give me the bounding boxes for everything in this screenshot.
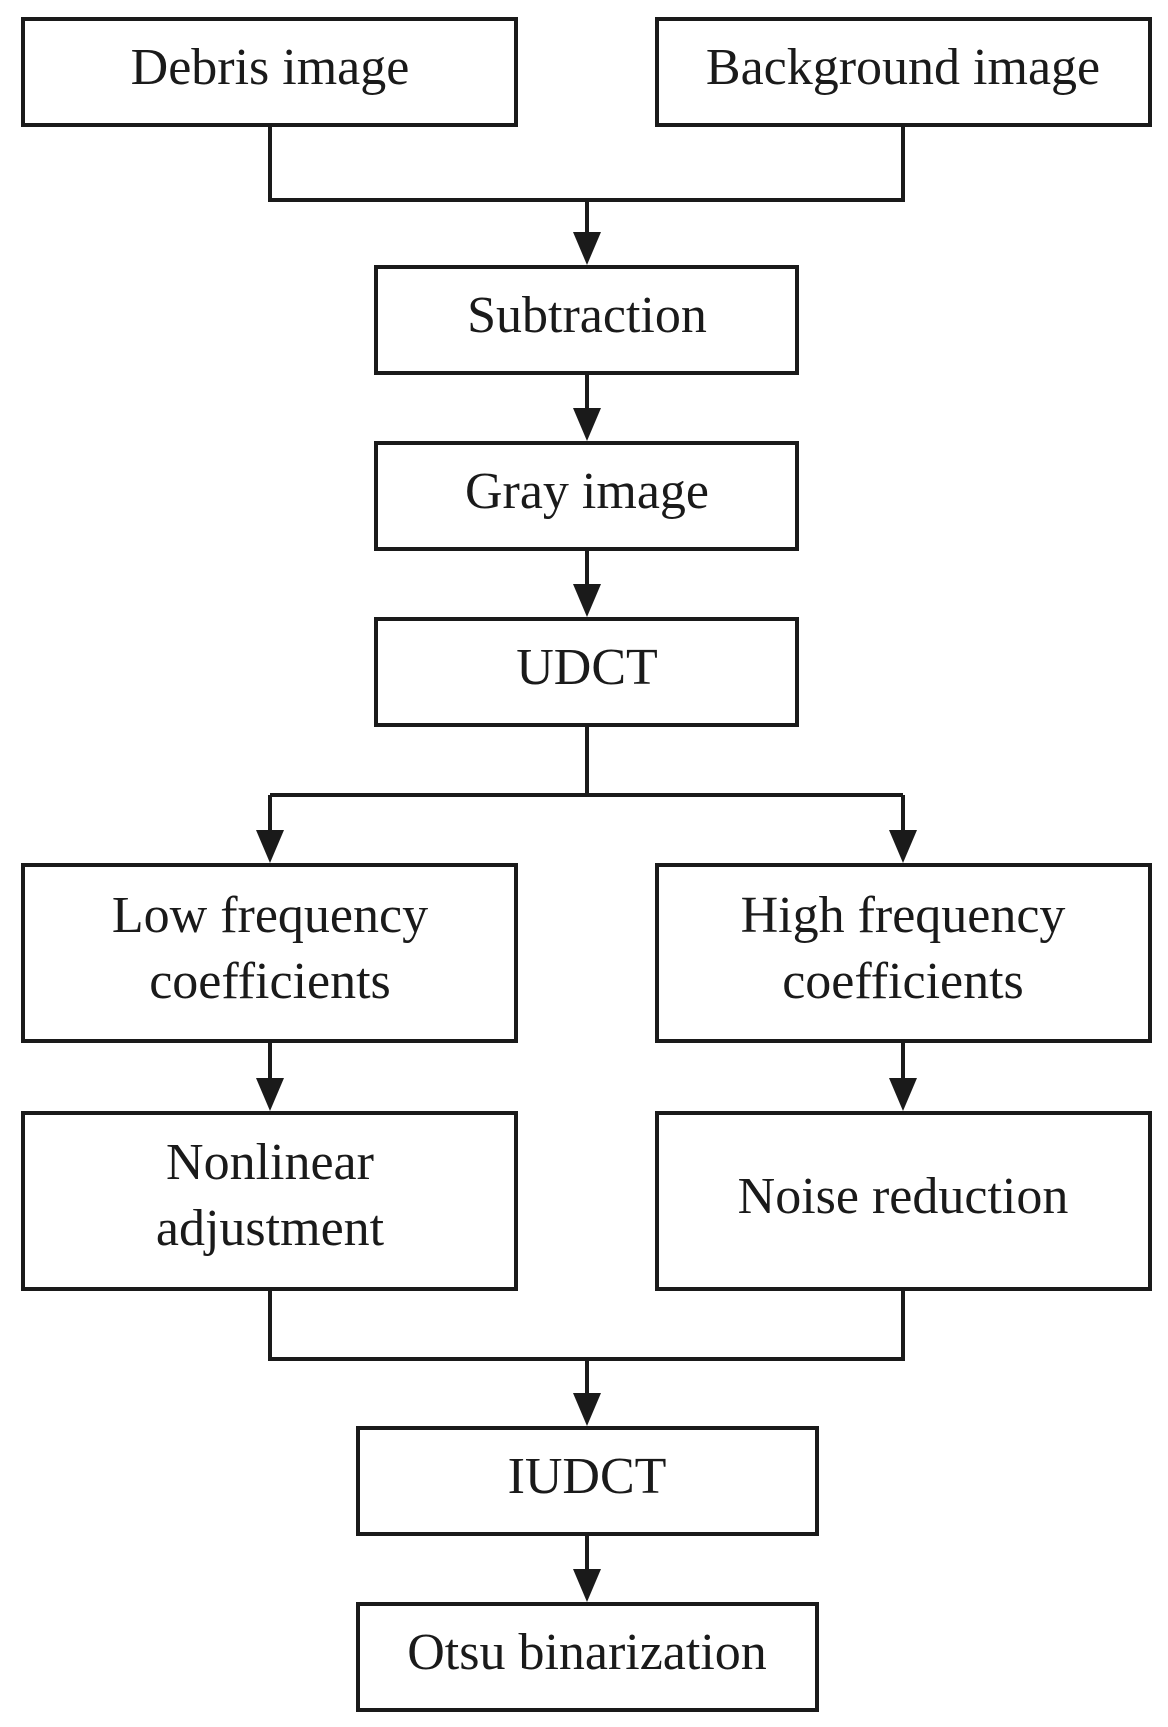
arrowhead-subtraction bbox=[573, 232, 601, 265]
node-low-frequency-coefficients: Low frequency coefficients bbox=[21, 863, 518, 1043]
arrowhead-udct bbox=[573, 584, 601, 617]
connectors bbox=[256, 125, 917, 1602]
arrowhead-iudct bbox=[573, 1393, 601, 1426]
connector-nonlinear-to-merge bbox=[268, 1289, 587, 1361]
node-noise-reduction-line-1: Noise reduction bbox=[738, 1168, 1069, 1225]
connector-noise-to-merge bbox=[587, 1289, 905, 1361]
node-udct: UDCT bbox=[374, 617, 799, 727]
arrowhead-gray bbox=[573, 408, 601, 441]
node-debris-image: Debris image bbox=[21, 17, 518, 127]
svg-text:Low frequency: Low frequency bbox=[112, 887, 428, 944]
node-low-frequency-line-1: Low frequency bbox=[112, 887, 428, 944]
svg-text:coefficients: coefficients bbox=[782, 953, 1024, 1010]
node-otsu-line-1: Otsu binarization bbox=[407, 1624, 767, 1681]
node-otsu-binarization: Otsu binarization bbox=[356, 1602, 819, 1712]
svg-text:IUDCT: IUDCT bbox=[508, 1448, 667, 1505]
node-nonlinear-adjustment: Nonlinear adjustment bbox=[21, 1111, 518, 1291]
node-subtraction-line-1: Subtraction bbox=[467, 287, 707, 344]
arrowhead-low bbox=[256, 830, 284, 863]
node-iudct: IUDCT bbox=[356, 1426, 819, 1536]
arrowhead-high bbox=[889, 830, 917, 863]
svg-text:Gray image: Gray image bbox=[465, 463, 709, 520]
arrowhead-noise bbox=[889, 1078, 917, 1111]
node-high-frequency-line-1: High frequency bbox=[741, 887, 1066, 944]
connector-debris-to-merge bbox=[268, 125, 587, 202]
svg-text:Noise reduction: Noise reduction bbox=[738, 1168, 1069, 1225]
svg-text:coefficients: coefficients bbox=[149, 953, 391, 1010]
node-background-image: Background image bbox=[655, 17, 1152, 127]
node-gray-image-line-1: Gray image bbox=[465, 463, 709, 520]
node-gray-image: Gray image bbox=[374, 441, 799, 551]
node-noise-reduction: Noise reduction bbox=[655, 1111, 1152, 1291]
node-high-frequency-coefficients: High frequency coefficients bbox=[655, 863, 1152, 1043]
node-debris-image-line-1: Debris image bbox=[131, 39, 410, 96]
node-low-frequency-line-2: coefficients bbox=[149, 953, 391, 1010]
svg-text:Debris image: Debris image bbox=[131, 39, 410, 96]
svg-text:Background image: Background image bbox=[706, 39, 1100, 96]
node-nonlinear-line-1: Nonlinear bbox=[166, 1134, 374, 1191]
arrowhead-otsu bbox=[573, 1569, 601, 1602]
svg-text:adjustment: adjustment bbox=[156, 1200, 385, 1257]
svg-text:High frequency: High frequency bbox=[741, 887, 1066, 944]
arrowhead-nonlinear bbox=[256, 1078, 284, 1111]
connector-background-to-merge bbox=[587, 125, 905, 202]
svg-text:Otsu binarization: Otsu binarization bbox=[407, 1624, 767, 1681]
node-subtraction: Subtraction bbox=[374, 265, 799, 375]
node-high-frequency-line-2: coefficients bbox=[782, 953, 1024, 1010]
node-background-image-line-1: Background image bbox=[706, 39, 1100, 96]
node-udct-line-1: UDCT bbox=[516, 639, 658, 696]
svg-text:UDCT: UDCT bbox=[516, 639, 658, 696]
node-iudct-line-1: IUDCT bbox=[508, 1448, 667, 1505]
svg-text:Nonlinear: Nonlinear bbox=[166, 1134, 374, 1191]
svg-text:Subtraction: Subtraction bbox=[467, 287, 707, 344]
node-nonlinear-line-2: adjustment bbox=[156, 1200, 385, 1257]
